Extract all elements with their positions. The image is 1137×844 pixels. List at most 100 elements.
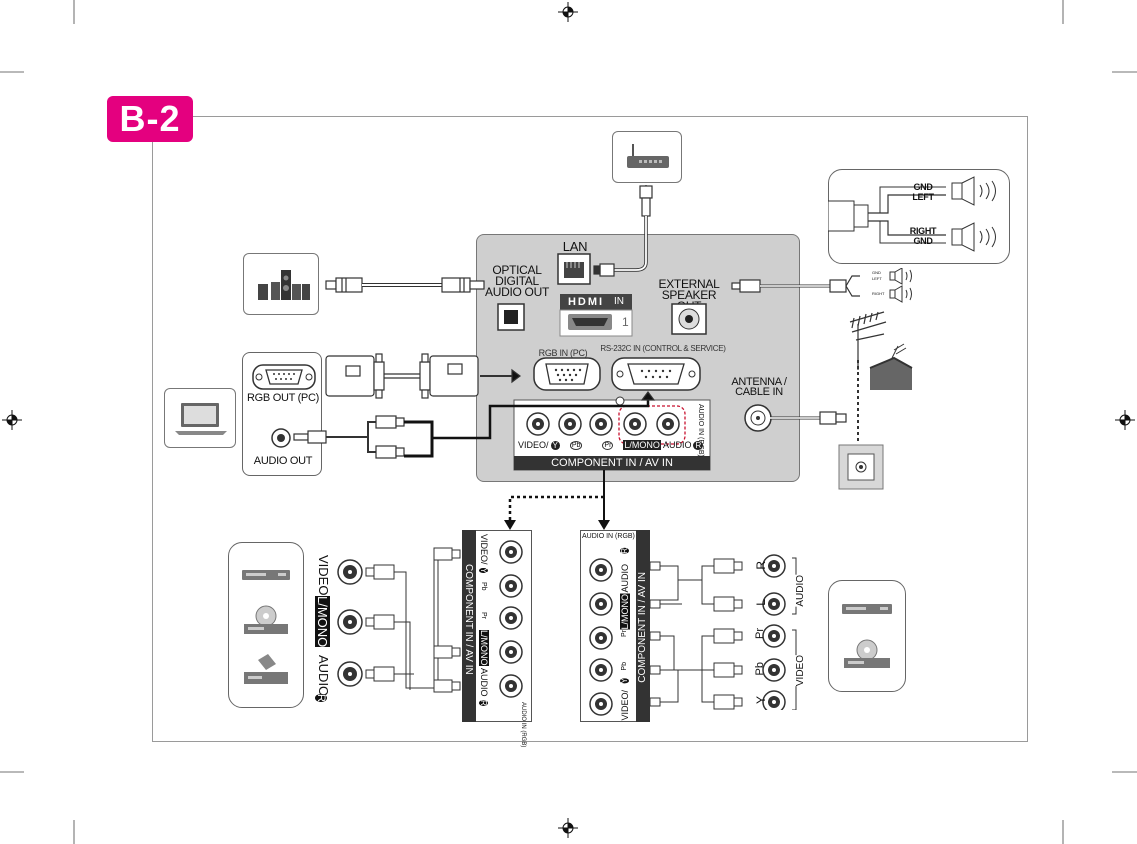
audio-out-label: AUDIO OUT (253, 455, 313, 467)
wall-outlet-icon (838, 444, 884, 490)
section-badge: B-2 (107, 96, 193, 142)
antenna-label-2: CABLE IN (735, 386, 783, 398)
jack-r-label: R (693, 440, 704, 450)
right-av-devices-box (828, 580, 906, 692)
router-icon (627, 144, 669, 168)
dvd-player-icon (842, 604, 892, 614)
component-footer-label: COMPONENT IN / AV IN (551, 457, 673, 469)
jl-pr-label: Pr (480, 612, 487, 619)
jr-video-label: VIDEO/ (620, 690, 630, 721)
cr-video-label: VIDEO (795, 655, 806, 687)
small-speakers (889, 268, 912, 303)
laptop-box (164, 388, 236, 448)
disc-player-icon (244, 605, 288, 634)
jl-video-label: VIDEO/ (479, 534, 489, 565)
jr-audio-in-rgb-label: AUDIO IN (RGB) (582, 533, 635, 540)
speaker-cable (731, 275, 860, 297)
panel-ports (497, 253, 772, 471)
ext-speaker-port (671, 303, 707, 335)
optical-label-2: DIGITAL (495, 274, 539, 288)
spk-left: LEFT (912, 192, 934, 202)
component-block (513, 396, 711, 471)
set-top-box-icon (244, 654, 288, 684)
jack-strip-right-jacks (589, 558, 613, 716)
antenna-cable (770, 360, 859, 444)
spk-small-right: RIGHT (872, 291, 885, 296)
jack-pb-label: Pb (569, 440, 583, 450)
jr-component-label: COMPONENT IN / AV IN (637, 572, 648, 683)
jack-audio-label: AUDIO (662, 440, 692, 450)
jl-audio-in-rgb-label: AUDIO IN (RGB) (520, 702, 526, 748)
av-connection-arrows (504, 470, 610, 530)
rgb-out-label: RGB OUT (PC) (247, 392, 319, 404)
pc-audio-out-jack (271, 428, 291, 448)
left-av-lmono-label: L/MONO (315, 596, 330, 648)
rgb-in-port (533, 357, 601, 391)
lan-cable (593, 185, 653, 277)
disc-player-icon (844, 639, 890, 668)
jr-pb-label: Pb (621, 662, 628, 671)
lan-label: LAN (562, 239, 588, 254)
rgb-cable (325, 353, 521, 399)
optical-cable (325, 277, 485, 293)
hdmi-in-label: IN (614, 296, 624, 307)
cr-pr-label: Pr (754, 628, 766, 639)
left-av-cables (337, 547, 461, 693)
hdmi-number: 1 (622, 315, 629, 329)
diagram-frame (152, 116, 1028, 742)
home-theater-box (243, 253, 319, 315)
left-av-audio-label: AUDIO (316, 655, 331, 697)
jack-strip-left-jacks (499, 540, 523, 698)
antenna-label-1: ANTENNA / (731, 376, 787, 388)
cr-y-label: Y (754, 696, 768, 705)
ext-speaker-label-1: EXTERNAL (658, 277, 720, 291)
jack-video-label: VIDEO/ (518, 440, 549, 450)
left-av-video-label: VIDEO (316, 555, 331, 596)
jr-lmono-label: L/MONO (620, 594, 630, 630)
antenna-icon (849, 311, 913, 390)
pc-audio-cable (293, 391, 656, 459)
jl-r-label: R (479, 700, 488, 706)
panel-jack-labels: VIDEO/ Y Pb Pr L/MONO AUDIO R (518, 439, 708, 451)
cr-r-label: R (754, 561, 768, 570)
spk-gnd-bottom: GND (913, 236, 933, 246)
rs232-port (611, 357, 701, 391)
jack-strip-right-bar (636, 530, 650, 722)
speaker-icon (951, 176, 996, 252)
lan-port (557, 253, 591, 285)
cr-audio-label: AUDIO (795, 575, 806, 607)
panel-audio-in-rgb-label: AUDIO IN (RGB) (697, 404, 704, 457)
spk-gnd-top: GND (913, 182, 933, 192)
laptop-icon (175, 403, 227, 435)
jl-pb-label: Pb (480, 582, 487, 591)
hdmi-port (559, 294, 633, 337)
spk-small-left: LEFT (872, 276, 882, 281)
jr-y-label: Y (620, 678, 629, 684)
rs232-label: RS-232C IN (CONTROL & SERVICE) (600, 344, 726, 353)
left-av-r-label: R (315, 694, 327, 702)
router-box (612, 131, 682, 183)
jr-audio-label: AUDIO (620, 564, 630, 593)
cr-pb-label: Pb (754, 662, 766, 676)
speaker-wiring (828, 176, 996, 252)
jack-y-label: Y (550, 440, 560, 450)
right-av-cables (650, 554, 797, 710)
jl-audio-label: AUDIO (479, 668, 489, 697)
spk-small-gnd: GND (872, 270, 881, 275)
jack-lmono-label: L/MONO (623, 440, 661, 450)
hdmi-logo: HDMI (567, 296, 605, 308)
optical-port (497, 303, 525, 331)
home-theater-icon (258, 270, 310, 300)
dvd-player-icon (242, 570, 290, 580)
cr-l-label: L (754, 599, 768, 606)
jr-r-label: R (620, 548, 629, 554)
pc-rgb-out-port (252, 364, 316, 390)
optical-label-3: AUDIO OUT (485, 285, 549, 299)
jack-pr-label: Pr (602, 440, 614, 450)
jr-pr-label: Pr (621, 630, 628, 637)
jl-lmono-label: L/MONO (479, 630, 489, 666)
optical-label-1: OPTICAL (492, 263, 542, 277)
rgb-in-label: RGB IN (PC) (538, 348, 588, 358)
